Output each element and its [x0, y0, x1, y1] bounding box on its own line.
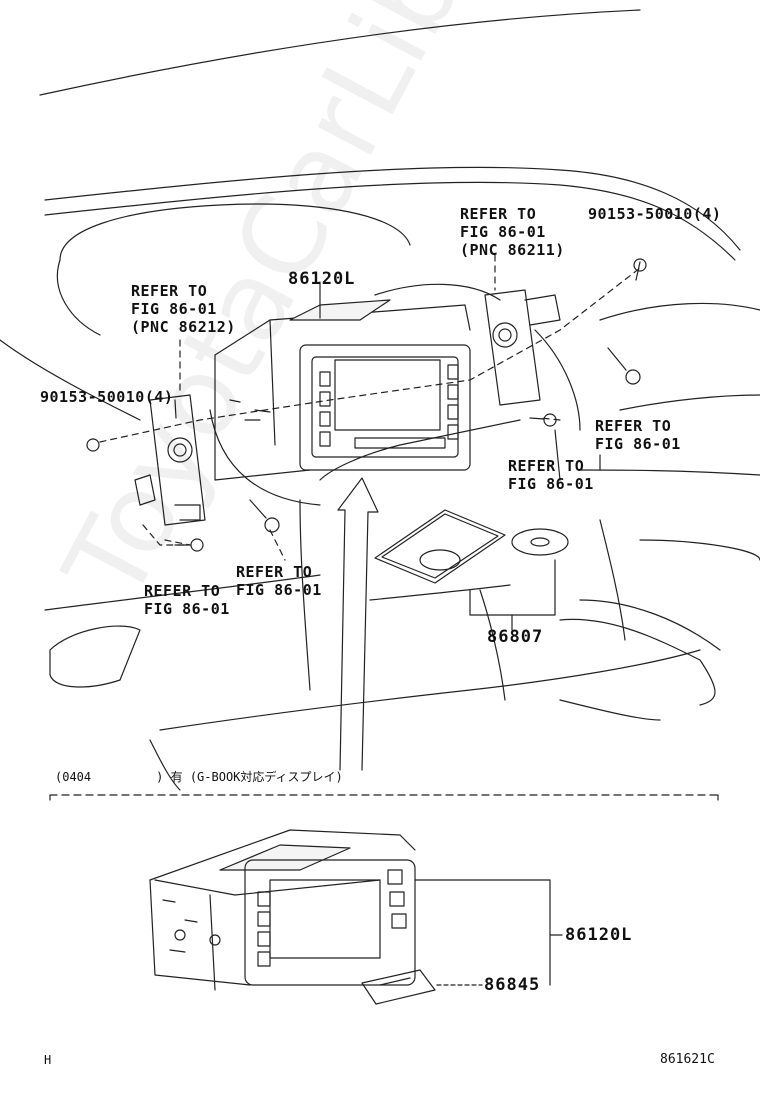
- section-separator: [49, 794, 719, 801]
- callout-refer-bottom-left: REFER TO FIG 86-01: [144, 582, 230, 618]
- callout-refer-center: REFER TO FIG 86-01: [508, 457, 594, 493]
- leader-lines: [174, 261, 641, 481]
- section-note: (0404 ) 有 (G-BOOK対応ディスプレイ): [55, 770, 343, 784]
- head-unit-86120l: [214, 299, 471, 481]
- callout-part-86845: 86845: [484, 975, 541, 995]
- right-bracket: [484, 289, 561, 406]
- install-lines: [99, 254, 641, 561]
- footer-left-mark: H: [44, 1053, 52, 1067]
- callout-refer-bottom-mid: REFER TO FIG 86-01: [236, 563, 322, 599]
- callout-part-90153-left: 90153-50010(4): [40, 388, 174, 406]
- callout-part-86807: 86807: [487, 627, 544, 647]
- callout-refer-pnc86211: REFER TO FIG 86-01 (PNC 86211): [460, 205, 565, 259]
- insert-arrow: [337, 477, 379, 771]
- callout-refer-right-bolt: REFER TO FIG 86-01: [595, 417, 681, 453]
- figure-id: 861621C: [660, 1052, 715, 1067]
- card-86845: [361, 969, 436, 1005]
- head-unit-lower: [149, 829, 416, 991]
- left-bracket: [134, 394, 206, 526]
- disc-86807: [374, 509, 569, 631]
- lower-leader-lines: [414, 879, 563, 986]
- callout-part-86120l-bottom: 86120L: [565, 925, 633, 945]
- callout-part-90153-right: 90153-50010(4): [588, 205, 722, 223]
- callout-part-86120l-top: 86120L: [288, 269, 356, 289]
- callout-refer-pnc86212: REFER TO FIG 86-01 (PNC 86212): [131, 282, 236, 336]
